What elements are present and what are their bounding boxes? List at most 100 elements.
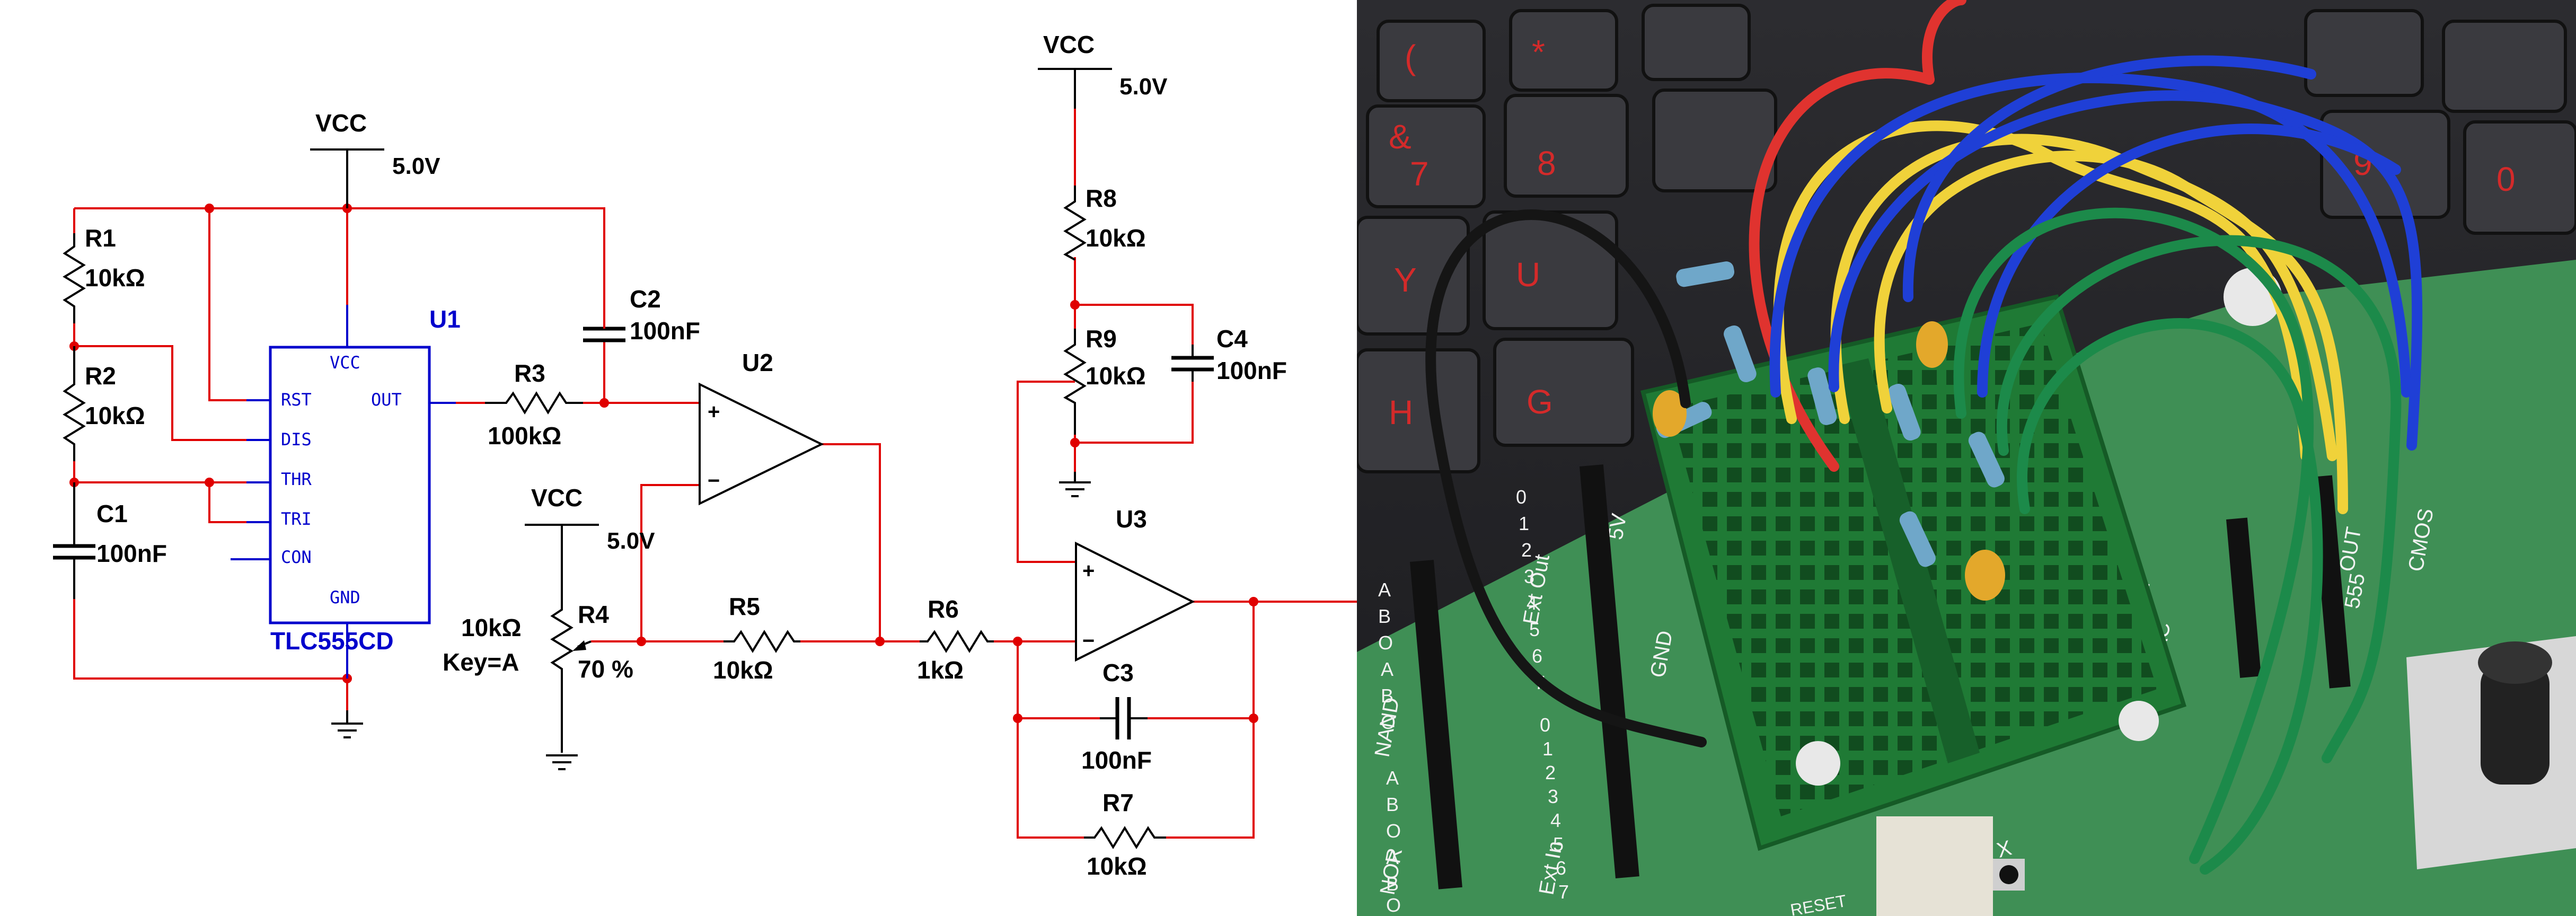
junction-dot (1013, 714, 1022, 723)
u2-minus: − (708, 469, 720, 492)
junction-dot (1013, 637, 1022, 646)
capacitor-c3: C3 100nF (1081, 659, 1152, 774)
vcc-label: VCC (315, 109, 367, 137)
key-legend: * (1532, 33, 1545, 71)
u1-pin-rst: RST (281, 390, 312, 410)
key-legend: Y (1394, 261, 1417, 299)
u1-pin-out: OUT (371, 390, 402, 410)
ext-out-pin: 6 (1532, 645, 1542, 667)
ext-out-pin: 1 (1519, 513, 1529, 534)
photo-hardware (1876, 636, 2576, 916)
ext-in-pin: 4 (1550, 809, 1561, 831)
nand-pin: B (1378, 605, 1391, 627)
potentiometer-r4: R4 10kΩ Key=A 70 % (443, 599, 633, 753)
vcc-symbol-3: VCC 5.0V (1038, 31, 1168, 109)
u1-ref: U1 (429, 305, 461, 333)
c1-ref: C1 (96, 500, 128, 527)
junction-dot (1070, 438, 1080, 447)
u2-ref: U2 (742, 349, 773, 376)
r7-ref: R7 (1102, 789, 1134, 816)
nand-pin: O (1378, 632, 1393, 654)
vcc2-label: VCC (531, 484, 583, 512)
keyboard-keys (1357, 4, 2576, 473)
vcc2-value: 5.0V (607, 528, 655, 554)
c1-value: 100nF (96, 540, 167, 567)
nand-pin: A (1378, 579, 1391, 601)
wires (73, 109, 1357, 839)
vcc-symbol-2: VCC 5.0V (525, 484, 655, 599)
u3-plus: + (1082, 559, 1095, 583)
r6-value: 1kΩ (917, 656, 964, 684)
capacitor-c1: C1 100nF (53, 482, 167, 599)
key-legend: 7 (1410, 155, 1429, 193)
ext-out-pin: 3 (1524, 566, 1534, 587)
ext-in-pin: 0 (1540, 714, 1550, 736)
u1-part: TLC555CD (270, 627, 394, 655)
photo-components (1653, 261, 2005, 601)
u3-minus: − (1082, 629, 1095, 653)
ext-in-pin: 5 (1553, 833, 1564, 855)
breadboard (1640, 294, 2186, 851)
key-legend: U (1516, 256, 1540, 294)
nor-pin: B (1386, 873, 1399, 895)
junction-dot (637, 637, 646, 646)
ground-symbol-1 (331, 710, 363, 738)
u1-pin-gnd: GND (330, 587, 360, 607)
resistor-r8: R8 10kΩ (1063, 184, 1146, 261)
r2-value: 10kΩ (85, 402, 145, 429)
resistor-r7: R7 10kΩ (1084, 789, 1166, 880)
ground-symbol-3 (1059, 472, 1091, 497)
c4-ref: C4 (1216, 325, 1248, 353)
junction-dot (205, 478, 214, 487)
u1-pin-vcc: VCC (330, 353, 360, 373)
ic-u1-555-timer: U1 VCC RST OUT DIS THR TRI CON GND TLC55… (231, 305, 461, 679)
key-legend: H (1389, 393, 1413, 431)
ext-out-pin: 4 (1527, 592, 1537, 614)
r9-ref: R9 (1086, 325, 1117, 353)
r4-setting: 70 % (578, 655, 633, 683)
r4-key: Key=A (443, 648, 519, 676)
key-legend: 0 (2496, 160, 2516, 198)
key-legend: & (1389, 118, 1411, 156)
breadboard-photo: ( * & 7 8 9 0 Y U H G NAND NOR Ext Out E… (1357, 0, 2576, 916)
nor-pin: O (1386, 894, 1401, 916)
r1-ref: R1 (85, 224, 116, 252)
c3-ref: C3 (1102, 659, 1134, 686)
r3-ref: R3 (514, 359, 545, 387)
u1-pin-thr: THR (281, 469, 312, 489)
junctions (69, 204, 1258, 723)
ext-out-pin: 2 (1521, 539, 1532, 561)
nor-pin: O (1386, 820, 1401, 842)
junction-dot (205, 204, 214, 213)
opamp-u2: + − U2 (699, 349, 824, 506)
junction-dot (1249, 597, 1258, 606)
nor-pin: A (1386, 847, 1399, 868)
r5-ref: R5 (729, 593, 760, 620)
r1-value: 10kΩ (85, 264, 145, 292)
vcc-symbol-1: VCC 5.0V (310, 109, 440, 208)
ground-symbol-2 (546, 754, 578, 770)
vcc-value: 5.0V (392, 153, 440, 179)
u3-ref: U3 (1116, 505, 1147, 533)
resistor-r2: R2 10kΩ (63, 346, 145, 482)
r7-value: 10kΩ (1087, 852, 1147, 880)
ext-in-pin: 2 (1545, 762, 1556, 783)
r2-ref: R2 (85, 362, 116, 390)
r8-ref: R8 (1086, 184, 1117, 212)
circuit-schematic: VCC 5.0V R1 10kΩ R2 10kΩ C1 100nF U1 VCC… (53, 31, 1357, 880)
key-legend: 8 (1537, 144, 1556, 182)
c4-value: 100nF (1216, 357, 1287, 384)
r8-value: 10kΩ (1086, 224, 1146, 252)
r5-value: 10kΩ (713, 656, 773, 684)
r4-ref: R4 (578, 601, 609, 628)
u1-pin-tri: TRI (281, 509, 312, 529)
opamp-u3: + − U3 (1075, 505, 1195, 662)
ext-in-pin: 3 (1548, 786, 1558, 807)
resistor-r1: R1 10kΩ (63, 224, 145, 346)
vcc3-value: 5.0V (1119, 74, 1168, 100)
u1-pin-con: CON (281, 547, 312, 567)
c3-value: 100nF (1081, 746, 1152, 774)
ext-out-pin: 0 (1516, 486, 1527, 508)
junction-dot (599, 398, 609, 408)
nor-pin: A (1386, 767, 1399, 789)
